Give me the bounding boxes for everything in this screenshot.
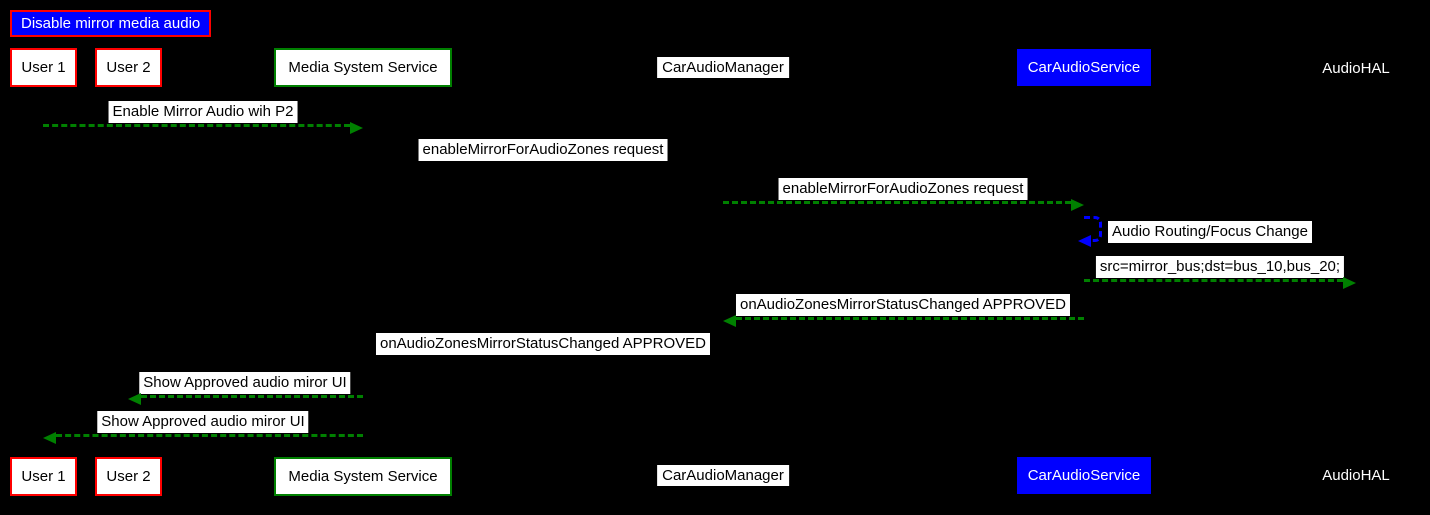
participant-user2-bottom: User 2 [95, 457, 162, 496]
participant-media-system-service-top: Media System Service [274, 48, 452, 87]
arrow-status-approved-2 [363, 354, 710, 366]
participant-caraudioservice-bottom: CarAudioService [1017, 457, 1151, 494]
message-label-enablemirror-request-2: enableMirrorForAudioZones request [778, 178, 1028, 200]
participant-user2-top: User 2 [95, 48, 162, 87]
diagram-title: Disable mirror media audio [10, 10, 212, 37]
participant-mss-label: Media System Service [288, 468, 438, 485]
message-label-show-approved-user2: Show Approved audio miror UI [139, 372, 351, 394]
participant-audiohal-top: AudioHAL [1322, 60, 1390, 77]
participant-caraudioservice-top: CarAudioService [1017, 49, 1151, 86]
arrow-src-mirror-bus [1084, 277, 1356, 289]
message-label-enable-mirror-audio: Enable Mirror Audio wih P2 [108, 101, 298, 123]
self-loop-audio-routing [1078, 216, 1102, 247]
participant-user2-label: User 2 [106, 59, 151, 76]
arrowhead-right-icon [1071, 199, 1084, 211]
message-label-audio-routing: Audio Routing/Focus Change [1108, 221, 1312, 243]
message-label-status-approved-2: onAudioZonesMirrorStatusChanged APPROVED [375, 333, 711, 355]
participant-caraudiomanager-top: CarAudioManager [657, 57, 789, 78]
arrowhead-right-icon [710, 160, 723, 172]
arrowhead-right-icon [350, 122, 363, 134]
arrow-status-approved-1 [723, 315, 1084, 327]
arrowhead-left-icon [128, 393, 141, 405]
participant-audiohal-bottom: AudioHAL [1322, 467, 1390, 484]
arrow-enablemirror-request-2 [723, 199, 1084, 211]
message-label-show-approved-user1: Show Approved audio miror UI [97, 411, 309, 433]
message-label-enablemirror-request-1: enableMirrorForAudioZones request [418, 139, 668, 161]
arrow-enable-mirror-audio [43, 122, 363, 134]
participant-user2-label: User 2 [106, 468, 151, 485]
participant-cas-label: CarAudioService [1027, 467, 1141, 484]
arrowhead-left-icon [363, 354, 376, 366]
message-label-src-mirror-bus: src=mirror_bus;dst=bus_10,bus_20; [1095, 256, 1345, 278]
participant-user1-bottom: User 1 [10, 457, 77, 496]
participant-media-system-service-bottom: Media System Service [274, 457, 452, 496]
arrowhead-right-icon [1343, 277, 1356, 289]
arrowhead-left-icon [723, 315, 736, 327]
arrowhead-left-icon [43, 432, 56, 444]
message-label-status-approved-1: onAudioZonesMirrorStatusChanged APPROVED [735, 294, 1071, 316]
arrowhead-left-icon [1078, 235, 1091, 247]
participant-caraudiomanager-bottom: CarAudioManager [657, 465, 789, 486]
participant-user1-top: User 1 [10, 48, 77, 87]
arrow-show-approved-user2 [128, 393, 363, 405]
participant-mss-label: Media System Service [288, 59, 438, 76]
participant-user1-label: User 1 [21, 468, 66, 485]
arrow-show-approved-user1 [43, 432, 363, 444]
participant-user1-label: User 1 [21, 59, 66, 76]
participant-cas-label: CarAudioService [1027, 59, 1141, 76]
arrow-enablemirror-request-1 [363, 160, 723, 172]
